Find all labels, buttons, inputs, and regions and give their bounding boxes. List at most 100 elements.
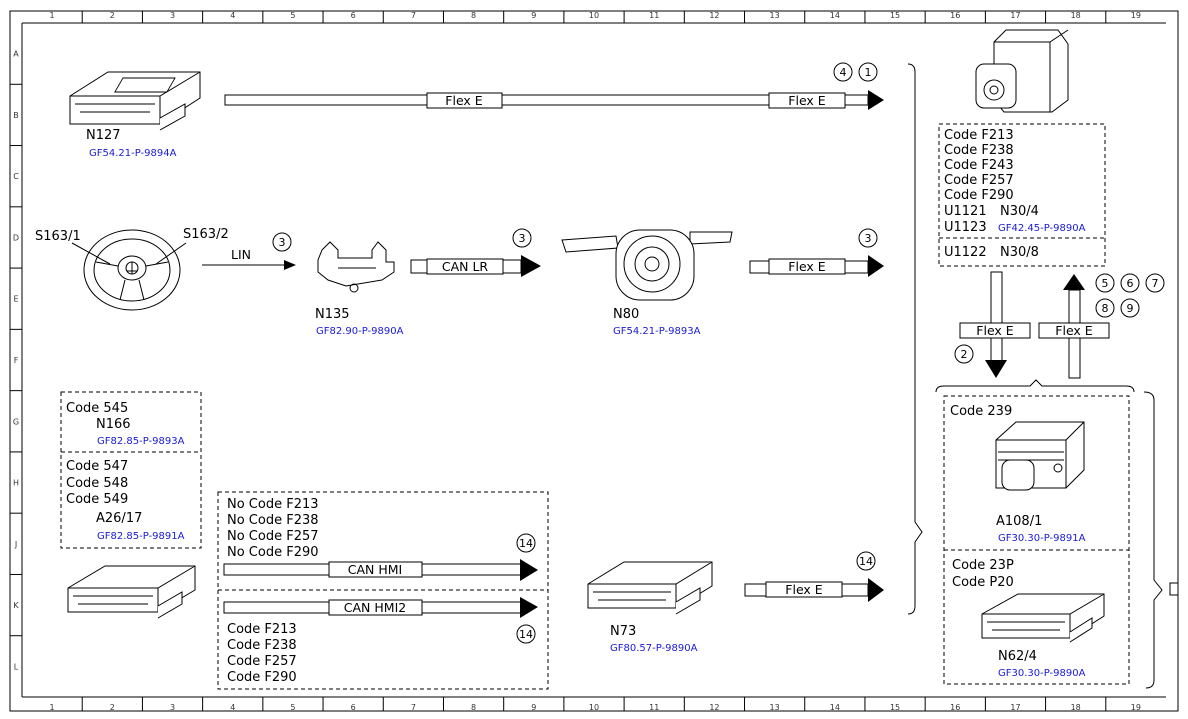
- column-label: 13: [770, 703, 780, 712]
- hmi-code-f290: Code F290: [227, 670, 297, 685]
- a108-1-label: A108/1: [996, 514, 1042, 529]
- arrow-down: [985, 360, 1007, 378]
- flex-e-label-up: Flex E: [1055, 323, 1093, 338]
- flex-e-label-1: Flex E: [445, 93, 483, 108]
- column-label: 9: [531, 11, 536, 20]
- column-label: 3: [170, 703, 175, 712]
- column-label: 8: [471, 703, 476, 712]
- column-label: 6: [351, 11, 356, 20]
- arrow-n127: [868, 90, 884, 110]
- column-label: 17: [1010, 703, 1020, 712]
- column-label: 3: [170, 11, 175, 20]
- s163-2-leader: [155, 242, 187, 265]
- n80-ref-link[interactable]: GF54.21-P-9893A: [613, 326, 701, 337]
- n73-ref-link[interactable]: GF80.57-P-9890A: [610, 643, 698, 654]
- n135-ref-link[interactable]: GF82.90-P-9890A: [316, 326, 404, 337]
- column-label: 4: [230, 11, 235, 20]
- a108-1-ref-link[interactable]: GF30.30-P-9891A: [998, 533, 1086, 544]
- marker-3a: [272, 232, 292, 252]
- n135-module: [317, 241, 395, 293]
- n73-control-unit: [587, 561, 713, 615]
- can-hmi-label: CAN HMI: [348, 562, 402, 577]
- marker-4-label: 4: [840, 66, 847, 79]
- code-f213: Code F213: [944, 128, 1014, 143]
- s163-1-label: S163/1: [35, 229, 81, 244]
- no-code-f257: No Code F257: [227, 529, 319, 544]
- marker-14b: [516, 624, 536, 644]
- flex-e-label-down: Flex E: [976, 323, 1014, 338]
- s163-2-label: S163/2: [183, 227, 229, 242]
- u1123-label: U1123: [944, 220, 987, 235]
- frame-outer: [9, 10, 1179, 712]
- can-lr-arrow: [521, 255, 541, 277]
- code-545: Code 545: [66, 401, 128, 416]
- marker-6-label: 6: [1127, 277, 1134, 290]
- row-label: L: [14, 662, 19, 671]
- column-label: 2: [110, 11, 115, 20]
- code-23p: Code 23P: [952, 558, 1014, 573]
- marker-9-label: 9: [1127, 302, 1134, 315]
- n127-control-unit: [69, 71, 201, 131]
- no-code-f213: No Code F213: [227, 497, 319, 512]
- marker-3b-label: 3: [519, 232, 526, 245]
- u1123-ref-link[interactable]: GF42.45-P-9890A: [998, 223, 1086, 234]
- row-label: H: [13, 479, 19, 488]
- marker-3c-label: 3: [865, 232, 872, 245]
- column-label: 16: [950, 703, 960, 712]
- group-bracket-top: [935, 379, 1135, 393]
- marker-4: [833, 62, 853, 82]
- n127-ref-link[interactable]: GF54.21-P-9894A: [89, 148, 177, 159]
- can-hmi2-tag: [328, 599, 423, 616]
- marker-14c: [856, 551, 876, 571]
- flex-e-bus-down: [990, 271, 1003, 363]
- marker-14a: [516, 533, 536, 553]
- a26-control-unit: [67, 565, 196, 619]
- row-label: D: [13, 233, 19, 242]
- marker-14b-label: 14: [519, 628, 533, 641]
- n73-label: N73: [610, 624, 636, 639]
- camera-module-icon: [975, 29, 1069, 113]
- flex-e-label-2: Flex E: [788, 93, 826, 108]
- code-f290: Code F290: [944, 188, 1014, 203]
- code-548: Code 548: [66, 476, 128, 491]
- column-label: 17: [1010, 11, 1020, 20]
- column-label: 14: [830, 11, 840, 20]
- n62-4-ref-link[interactable]: GF30.30-P-9890A: [998, 668, 1086, 679]
- no-code-f290: No Code F290: [227, 545, 319, 560]
- column-ticks: 1122334455667788991010111112121313141415…: [50, 11, 1141, 712]
- n166-label: N166: [96, 417, 131, 432]
- column-label: 5: [290, 703, 295, 712]
- marker-5-label: 5: [1102, 277, 1109, 290]
- steering-wheel-icon: [83, 229, 181, 311]
- n166-ref-link[interactable]: GF82.85-P-9893A: [97, 436, 185, 447]
- column-label: 12: [709, 11, 719, 20]
- column-label: 16: [950, 11, 960, 20]
- bottom-right-code-box: [943, 395, 1130, 685]
- column-label: 6: [351, 703, 356, 712]
- row-label: G: [13, 417, 19, 426]
- marker-5: [1095, 273, 1115, 293]
- column-label: 19: [1131, 703, 1141, 712]
- code-239: Code 239: [950, 404, 1012, 419]
- group-bracket-right: [1143, 391, 1163, 689]
- can-hmi2-label: CAN HMI2: [344, 600, 406, 615]
- a26-17-ref-link[interactable]: GF82.85-P-9891A: [97, 531, 185, 542]
- row-label: J: [14, 540, 17, 549]
- hmi-code-f257: Code F257: [227, 654, 297, 669]
- flex-e-label-4: Flex E: [785, 582, 823, 597]
- column-label: 1: [50, 11, 55, 20]
- column-label: 10: [589, 11, 599, 20]
- can-hmi-tag: [328, 561, 423, 578]
- flex-e-tag-down: [959, 322, 1031, 339]
- marker-8-label: 8: [1102, 302, 1109, 315]
- column-label: 14: [830, 703, 840, 712]
- flex-e-tag-1: [426, 92, 503, 109]
- marker-2: [954, 344, 974, 364]
- a26-17-label: A26/17: [96, 511, 142, 526]
- marker-3b: [512, 228, 532, 248]
- row-label: F: [14, 356, 19, 365]
- a26-code-box: [60, 391, 202, 549]
- arrow-n80: [868, 255, 884, 277]
- marker-8: [1095, 298, 1115, 318]
